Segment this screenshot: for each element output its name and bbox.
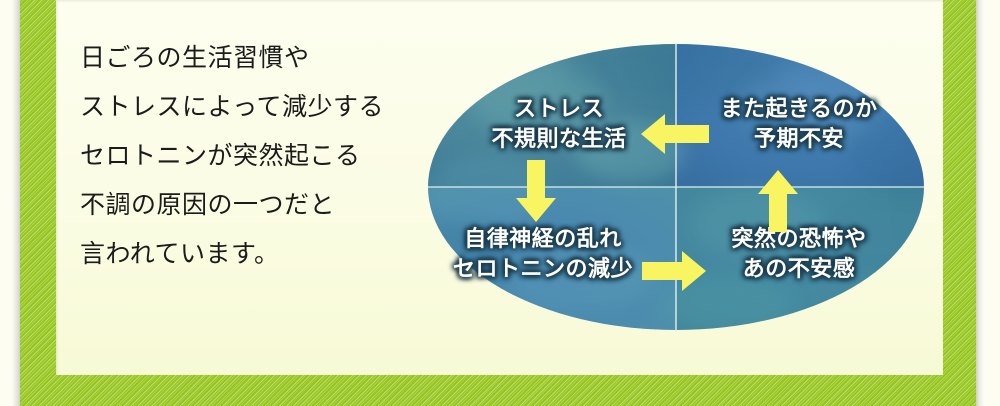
- arrow-up-icon: [756, 170, 800, 232]
- ellipse-graphic: [426, 42, 926, 332]
- page-right-shadow: [975, 0, 984, 406]
- body-copy-line-4: 不調の原因の一つだと: [80, 191, 336, 219]
- quadrant-br-line-2: あの不安感: [742, 256, 856, 281]
- arrow-left-icon: [641, 112, 709, 156]
- ellipse-svg: [428, 42, 924, 332]
- arrow-right-icon: [642, 249, 706, 293]
- quadrant-label-top-right: また起きるのか 予期不安: [684, 94, 914, 154]
- body-copy: 日ごろの生活習慣や ストレスによって減少する セロトニンが突然起こる 不調の原因…: [80, 34, 440, 279]
- cycle-diagram: ストレス 不規則な生活 また起きるのか 予期不安 自律神経の乱れ セロトニンの減…: [426, 42, 926, 332]
- body-copy-line-2: ストレスによって減少する: [80, 93, 385, 121]
- quadrant-label-top-left: ストレス 不規則な生活: [444, 94, 674, 154]
- content-panel: 日ごろの生活習慣や ストレスによって減少する セロトニンが突然起こる 不調の原因…: [56, 0, 943, 375]
- quadrant-label-bottom-right: 突然の恐怖や あの不安感: [684, 224, 914, 284]
- quadrant-tl-line-1: ストレス: [513, 96, 604, 121]
- quadrant-tr-line-2: 予期不安: [753, 126, 844, 151]
- quadrant-tr-line-1: また起きるのか: [720, 96, 878, 121]
- body-copy-line-3: セロトニンが突然起こる: [80, 142, 361, 170]
- quadrant-tl-line-2: 不規則な生活: [491, 126, 627, 151]
- quadrant-bl-line-1: 自律神経の乱れ: [464, 226, 622, 251]
- quadrant-bl-line-2: セロトニンの減少: [452, 256, 633, 281]
- body-copy-line-1: 日ごろの生活習慣や: [80, 44, 310, 72]
- quadrant-label-bottom-left: 自律神経の乱れ セロトニンの減少: [428, 224, 658, 284]
- body-copy-line-5: 言われています。: [80, 240, 280, 268]
- page-left-shadow: [12, 0, 22, 406]
- quadrant-br-line-1: 突然の恐怖や: [731, 226, 867, 251]
- arrow-down-icon: [514, 160, 558, 222]
